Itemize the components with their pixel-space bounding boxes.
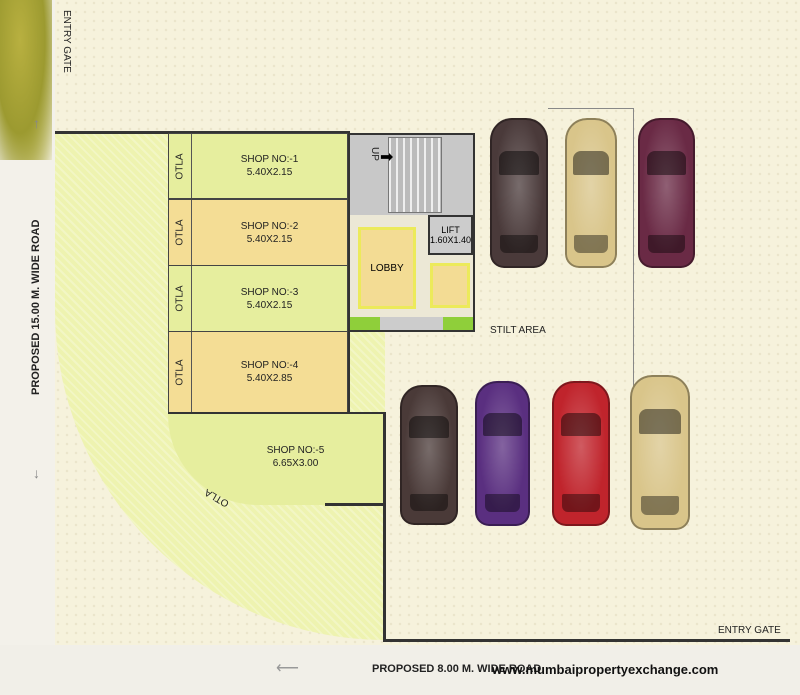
shop-name: SHOP NO:-1 (240, 154, 299, 165)
car (630, 375, 690, 530)
otla-label: OTLA (174, 285, 186, 312)
car (490, 118, 548, 268)
car (475, 381, 530, 526)
shop-name: SHOP NO:-2 (240, 220, 299, 232)
lift: LIFT 1.60X1.40 (428, 215, 473, 255)
otla-label: OTLA (174, 152, 186, 180)
shop-4: OTLA SHOP NO:-4 5.40X2.85 (168, 331, 348, 413)
bottom-road-label: PROPOSED 8.00 M. WIDE ROAD (372, 663, 542, 675)
shop-size: 6.65X3.00 (272, 458, 319, 469)
parking-line (548, 108, 633, 109)
left-road-label: PROPOSED 15.00 M. WIDE ROAD (30, 219, 42, 395)
stilt-area-label: STILT AREA (490, 325, 546, 336)
lobby-label: LOBBY (370, 262, 404, 274)
otla: OTLA (169, 332, 192, 412)
entry-gate-top: ENTRY GATE (61, 10, 72, 73)
otla: OTLA (169, 134, 192, 198)
shop-size: 5.40X2.15 (246, 299, 293, 311)
shop-wall (348, 332, 350, 414)
otla: OTLA (169, 266, 192, 331)
shop-name: SHOP NO:-4 (240, 360, 299, 371)
shop-name: SHOP NO:-5 (266, 445, 325, 456)
stair-steps (388, 137, 442, 213)
lift-label: LIFT (441, 225, 460, 235)
boundary-wall-right (383, 412, 386, 642)
lift-size: 1.60X1.40 (429, 235, 472, 245)
up-label: UP (369, 147, 380, 161)
lobby-extension (430, 263, 470, 308)
parking-line (633, 108, 634, 523)
car (638, 118, 695, 268)
boundary-wall-bottom (383, 639, 790, 642)
car (565, 118, 617, 268)
otla: OTLA (169, 200, 192, 265)
shop-1: OTLA SHOP NO:-1 5.40X2.15 (168, 133, 348, 199)
shop-size: 5.40X2.15 (246, 233, 293, 245)
arrow-left-icon: ⟵ (276, 660, 299, 677)
shop-size: 5.40X2.85 (246, 373, 293, 384)
bottom-road (0, 645, 800, 695)
stair-lift-core: UP ➡ LOBBY LIFT 1.60X1.40 (348, 133, 475, 332)
staircase: UP ➡ (350, 135, 473, 215)
watermark: www.mumbaipropertyexchange.com (492, 662, 719, 677)
lobby: LOBBY (358, 227, 416, 309)
arrow-down-icon: ↓ (33, 465, 40, 481)
leaf-decoration (0, 0, 52, 160)
entry-gate-bottom: ENTRY GATE (718, 625, 781, 636)
car (552, 381, 610, 526)
shop-size: 5.40X2.15 (246, 167, 293, 178)
arrow-up-icon: ↑ (33, 115, 40, 131)
otla-label: OTLA (174, 219, 186, 246)
shop-5-wall (325, 503, 385, 506)
up-arrow-icon: ➡ (380, 149, 394, 166)
shop-name: SHOP NO:-3 (240, 286, 299, 298)
car (400, 385, 458, 525)
otla-label: OTLA (174, 358, 186, 386)
entrance-steps (350, 317, 473, 330)
boundary-wall-top (55, 131, 350, 134)
